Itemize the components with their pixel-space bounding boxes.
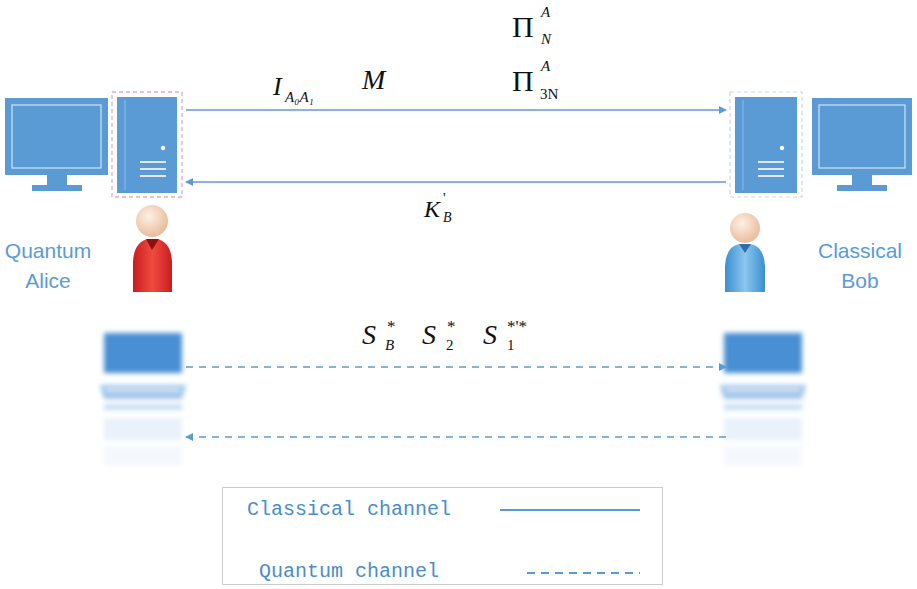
math-symbol: A bbox=[541, 5, 550, 20]
tower-icon bbox=[758, 161, 784, 163]
tower-icon bbox=[780, 146, 784, 150]
monitor-icon bbox=[819, 105, 905, 168]
tower-icon bbox=[735, 97, 797, 193]
monitor-icon bbox=[5, 98, 108, 191]
actor-label: Quantum Alice bbox=[0, 236, 96, 296]
math-symbol: K bbox=[424, 197, 440, 221]
laptop-icon bbox=[104, 418, 182, 440]
math-symbol: ' bbox=[443, 191, 446, 206]
math-symbol: S bbox=[422, 321, 436, 349]
person-icon bbox=[133, 239, 172, 292]
laptop-icon bbox=[724, 446, 802, 466]
math-symbol: * bbox=[447, 318, 456, 335]
math-symbol: Π bbox=[512, 12, 534, 42]
classical-channel-arrow bbox=[186, 109, 726, 111]
legend-label: Quantum channel bbox=[259, 561, 439, 583]
math-symbol: B bbox=[385, 338, 394, 353]
actor-station: Quantum Alice bbox=[0, 88, 186, 460]
monitor-icon bbox=[837, 185, 887, 191]
legend-frame bbox=[223, 488, 663, 585]
monitor-icon bbox=[12, 105, 101, 168]
tower-icon bbox=[161, 146, 165, 150]
monitor-icon bbox=[852, 175, 872, 185]
math-symbol: N bbox=[541, 32, 551, 47]
laptop-icon bbox=[724, 333, 802, 373]
tower-icon bbox=[125, 100, 126, 190]
actor-label: Classical Bob bbox=[805, 236, 915, 296]
legend-label: Classical channel bbox=[247, 499, 451, 521]
person-icon bbox=[730, 213, 760, 243]
quantum-channel-arrow bbox=[186, 436, 726, 438]
math-symbol: B bbox=[443, 211, 452, 225]
math-symbol: *'* bbox=[507, 318, 527, 335]
laptop-icon bbox=[720, 385, 806, 399]
laptop-icon bbox=[724, 418, 802, 440]
tower-icon bbox=[117, 97, 177, 193]
quantum-channel-arrow bbox=[186, 366, 726, 368]
laptop-icon bbox=[100, 385, 186, 399]
laptop-icon bbox=[720, 333, 806, 466]
math-symbol: S bbox=[362, 321, 376, 349]
monitor-icon bbox=[47, 175, 67, 185]
tower-icon bbox=[758, 175, 784, 177]
math-symbol: S bbox=[483, 321, 497, 349]
monitor-icon bbox=[812, 98, 912, 191]
person-icon bbox=[136, 205, 168, 237]
math-symbol: * bbox=[387, 318, 396, 335]
person-icon bbox=[739, 244, 751, 253]
laptop-icon bbox=[104, 333, 182, 373]
math-symbol: M bbox=[362, 66, 385, 94]
tower-icon bbox=[743, 100, 744, 190]
laptop-icon bbox=[100, 333, 186, 466]
tower-icon bbox=[112, 92, 182, 197]
math-symbol: I bbox=[273, 74, 282, 100]
tower-icon bbox=[140, 161, 166, 163]
monitor-icon bbox=[32, 185, 82, 191]
math-symbol: 3N bbox=[540, 87, 558, 102]
legend-frame bbox=[500, 509, 640, 511]
math-symbol: A bbox=[541, 59, 550, 74]
laptop-icon bbox=[726, 389, 800, 391]
tower-icon bbox=[140, 175, 166, 177]
tower-icon bbox=[730, 92, 802, 197]
math-symbol: 1 bbox=[507, 338, 515, 353]
legend-frame bbox=[223, 488, 663, 585]
math-symbol: A₀A₁ bbox=[285, 90, 314, 105]
laptop-icon bbox=[104, 404, 182, 410]
actor-station: Classical Bob bbox=[726, 88, 917, 460]
monitor-icon bbox=[5, 98, 108, 175]
math-symbol: Π bbox=[512, 66, 534, 96]
person-icon bbox=[725, 213, 765, 292]
tower-icon bbox=[730, 92, 802, 197]
laptop-icon bbox=[724, 404, 802, 410]
monitor-icon bbox=[812, 98, 912, 175]
person-icon bbox=[133, 205, 172, 292]
person-icon bbox=[146, 239, 159, 250]
math-symbol: 2 bbox=[446, 338, 454, 353]
tower-icon bbox=[140, 168, 166, 170]
laptop-icon bbox=[106, 389, 180, 391]
laptop-icon bbox=[104, 446, 182, 466]
person-icon bbox=[725, 244, 765, 292]
classical-channel-arrow bbox=[186, 181, 726, 183]
tower-icon bbox=[758, 168, 784, 170]
tower-icon bbox=[112, 92, 182, 197]
legend-frame bbox=[527, 572, 640, 574]
